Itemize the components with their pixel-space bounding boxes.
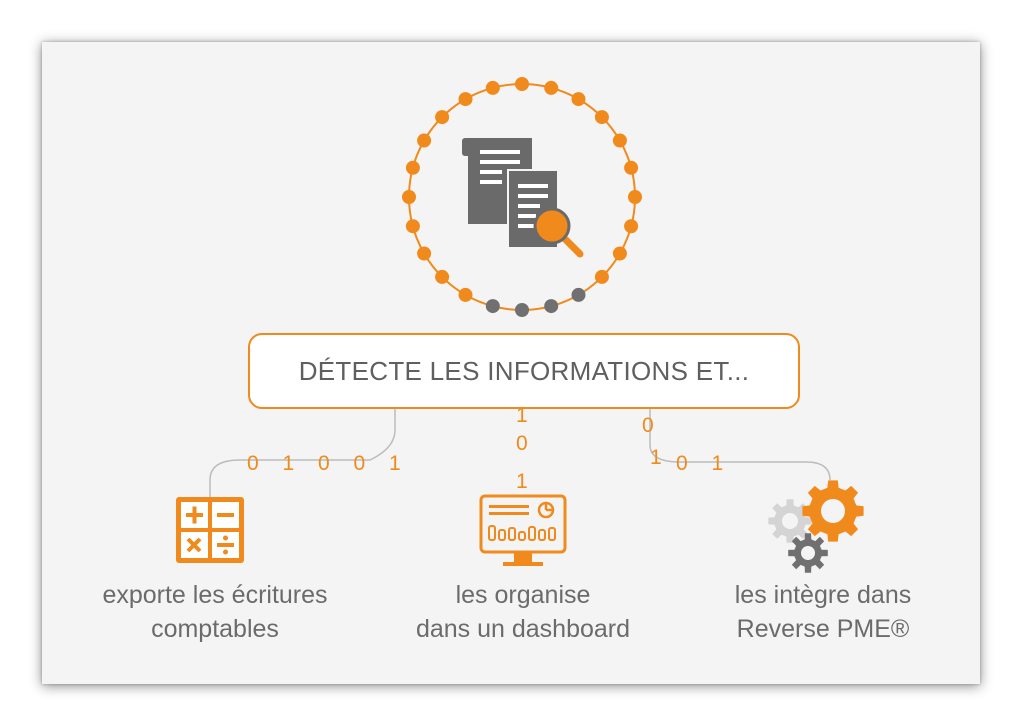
ring-dot <box>515 303 529 317</box>
binary-middle-2: 0 <box>516 432 528 455</box>
document-search-icon <box>462 138 584 258</box>
ring-dot <box>515 77 529 91</box>
binary-left: 0 1 0 0 1 <box>247 452 410 475</box>
ring-dot <box>405 160 420 175</box>
binary-middle-3: 1 <box>516 470 528 493</box>
ring-dot <box>594 269 609 284</box>
connector-right <box>649 409 831 481</box>
gears-icon <box>768 480 864 573</box>
banner-text: DÉTECTE LES INFORMATIONS ET... <box>298 355 750 386</box>
ring-dot <box>417 133 432 148</box>
connector-left <box>209 409 396 498</box>
calculator-icon <box>176 497 244 563</box>
step-organize-line2: dans un dashboard <box>415 615 631 643</box>
ring-dot <box>571 92 586 107</box>
step-organize-line1: les organise <box>455 581 591 609</box>
ring-dot <box>544 299 559 314</box>
ring-dot <box>624 160 639 175</box>
binary-right-mid: 1 <box>650 446 662 469</box>
ring-dot <box>435 269 450 284</box>
ring-dot <box>571 287 586 302</box>
ring-dot <box>485 80 500 95</box>
detection-banner: DÉTECTE LES INFORMATIONS ET... <box>248 333 800 409</box>
step-export-line2: comptables <box>151 615 279 643</box>
ring-dot <box>458 287 473 302</box>
step-export-caption: exporte les écritures comptables <box>70 578 360 646</box>
ring-dot <box>544 80 559 95</box>
ring-dot <box>612 133 627 148</box>
step-organize-caption: les organise dans un dashboard <box>378 578 668 646</box>
ring-dot <box>405 219 420 234</box>
dashboard-monitor-icon <box>479 494 567 566</box>
binary-right-row: 0 1 <box>676 452 733 475</box>
binary-middle-1: 1 <box>516 404 528 427</box>
step-integrate-line1: les intègre dans <box>734 581 912 609</box>
ring-dot <box>417 246 432 261</box>
ring-dot <box>612 246 627 261</box>
step-integrate-line2: Reverse PME® <box>736 615 910 643</box>
ring-dot <box>458 92 473 107</box>
step-integrate-caption: les intègre dans Reverse PME® <box>678 578 968 646</box>
ring-dot <box>402 190 416 204</box>
binary-right-top: 0 <box>642 414 654 437</box>
ring-dot <box>624 219 639 234</box>
ring-dot <box>435 110 450 125</box>
ring-dot <box>485 299 500 314</box>
dotted-ring <box>402 77 642 317</box>
ring-dot <box>594 110 609 125</box>
ring-dot <box>628 190 642 204</box>
step-export-line1: exporte les écritures <box>102 581 328 609</box>
